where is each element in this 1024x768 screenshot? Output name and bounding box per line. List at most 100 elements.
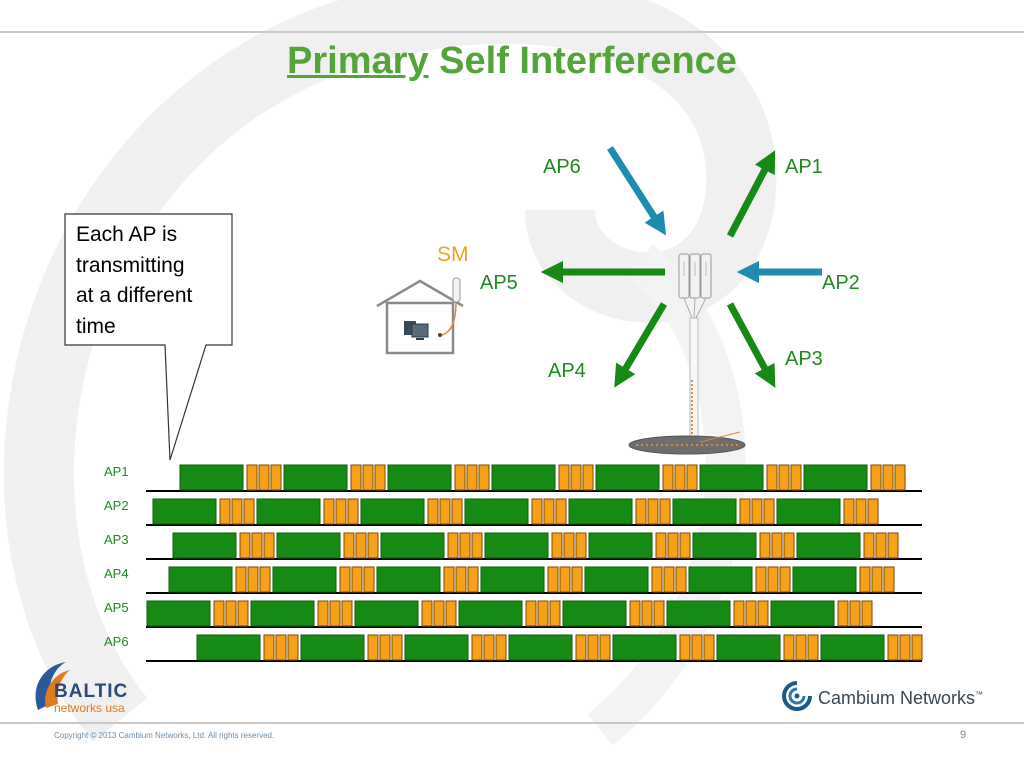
receive-slot (863, 532, 875, 559)
receive-slot (547, 566, 559, 593)
cambium-trademark: ™ (975, 690, 984, 699)
receive-slot (459, 532, 471, 559)
receive-slot (363, 566, 375, 593)
receive-slot (635, 498, 647, 525)
receive-slot (674, 464, 686, 491)
receive-slot (771, 532, 783, 559)
transmit-slot (588, 532, 653, 559)
receive-slot (258, 464, 270, 491)
receive-slot (641, 600, 653, 627)
receive-slot (270, 464, 282, 491)
ap4-outgoing-arrow (614, 302, 668, 388)
receive-slot (739, 498, 751, 525)
receive-slot (350, 464, 362, 491)
receive-slot (837, 600, 849, 627)
receive-slot (549, 600, 561, 627)
arrow-label-ap2: AP2 (822, 272, 860, 294)
transmit-slot (300, 634, 365, 661)
receive-slot (495, 634, 507, 661)
receive-slot (766, 464, 778, 491)
ap6-incoming-arrow (607, 146, 667, 236)
transmit-slot (484, 532, 549, 559)
receive-slot (783, 634, 795, 661)
cambium-name: Cambium Networks (818, 688, 976, 708)
receive-slot (287, 634, 299, 661)
receive-slot (467, 566, 479, 593)
receive-slot (651, 566, 663, 593)
transmit-slot (376, 566, 441, 593)
transmit-slot (672, 498, 737, 525)
receive-slot (478, 464, 490, 491)
transmit-slot (380, 532, 445, 559)
receive-slot (783, 532, 795, 559)
receive-slot (647, 498, 659, 525)
receive-slot (870, 464, 882, 491)
receive-slot (347, 498, 359, 525)
receive-slot (655, 532, 667, 559)
receive-slot (563, 532, 575, 559)
baltic-logo-subtext: networks usa (54, 701, 125, 715)
copyright-text: Copyright © 2013 Cambium Networks, Ltd. … (54, 731, 275, 740)
receive-slot (575, 634, 587, 661)
receive-slot (454, 464, 466, 491)
receive-slot (883, 566, 895, 593)
transmit-slot (360, 498, 425, 525)
transmit-slot (803, 464, 868, 491)
receive-slot (246, 464, 258, 491)
transmit-slot (172, 532, 237, 559)
title-underlined-word: Primary (287, 40, 429, 82)
transmit-slot (584, 566, 649, 593)
callout-line: time (76, 314, 116, 338)
receive-slot (445, 600, 457, 627)
receive-slot (323, 498, 335, 525)
baltic-logo-text: BALTIC (54, 681, 129, 702)
receive-slot (653, 600, 665, 627)
arrow-label-ap3: AP3 (785, 348, 823, 370)
receive-slot (251, 532, 263, 559)
receive-slot (745, 600, 757, 627)
transmit-slot (404, 634, 469, 661)
receive-slot (263, 634, 275, 661)
receive-slot (855, 498, 867, 525)
receive-slot (237, 600, 249, 627)
receive-slot (559, 566, 571, 593)
receive-slot (374, 464, 386, 491)
transmit-slot (508, 634, 573, 661)
page-number: 9 (960, 729, 967, 741)
receive-slot (447, 532, 459, 559)
receive-slot (755, 566, 767, 593)
receive-slot (483, 634, 495, 661)
cambium-logo-text: Cambium Networks™ (818, 688, 983, 709)
receive-slot (667, 532, 679, 559)
ap1-outgoing-arrow (726, 150, 776, 238)
transmit-slot (196, 634, 261, 661)
receive-slot (341, 600, 353, 627)
receive-slot (471, 532, 483, 559)
transmit-slot (796, 532, 861, 559)
transmit-slot (152, 498, 217, 525)
receive-slot (691, 634, 703, 661)
sm-label: SM (437, 243, 469, 266)
timeline-row-label: AP3 (104, 532, 129, 547)
receive-slot (733, 600, 745, 627)
transmit-slot (272, 566, 337, 593)
receive-slot (703, 634, 715, 661)
transmit-slot (458, 600, 523, 627)
receive-slot (537, 600, 549, 627)
receive-slot (686, 464, 698, 491)
receive-slot (243, 498, 255, 525)
receive-slot (231, 498, 243, 525)
transmit-slot (770, 600, 835, 627)
receive-slot (582, 464, 594, 491)
header-rule (0, 31, 1024, 33)
receive-slot (531, 498, 543, 525)
callout-text: Each AP is transmitting at a different t… (76, 220, 226, 342)
receive-slot (757, 600, 769, 627)
receive-slot (790, 464, 802, 491)
sm-device-icon (441, 277, 461, 336)
transmit-slot (776, 498, 841, 525)
receive-slot (887, 532, 899, 559)
